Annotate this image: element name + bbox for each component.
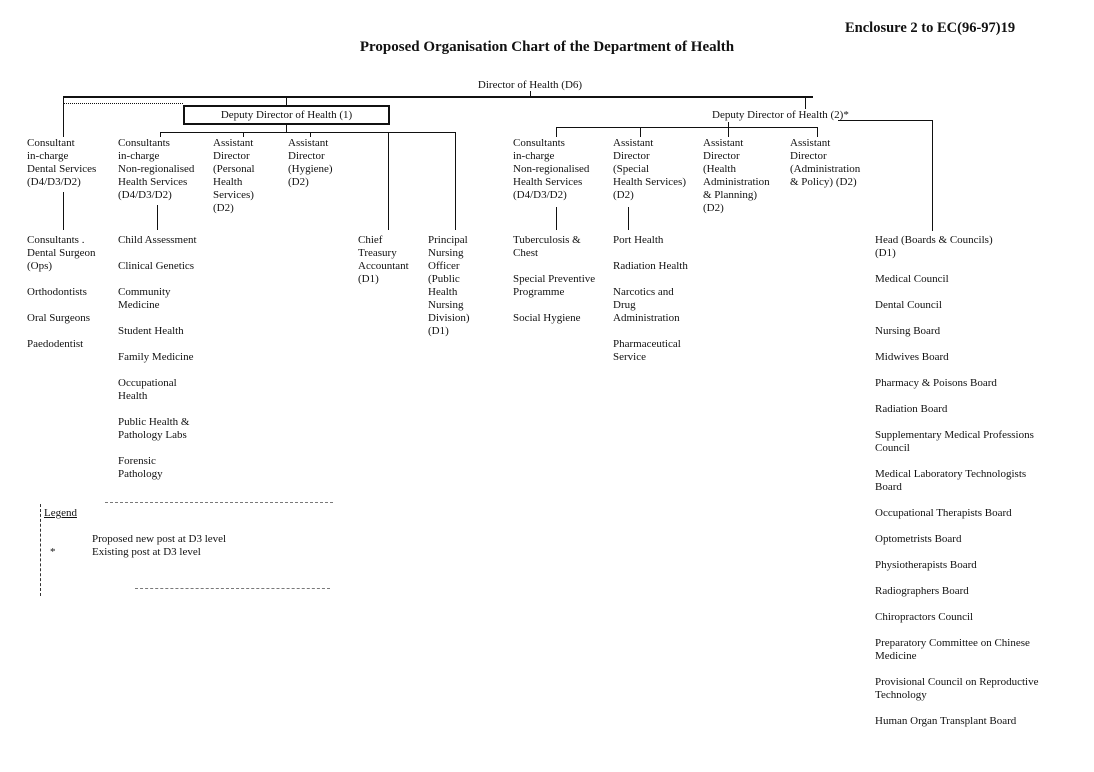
connector-branch2-tick-3	[728, 122, 729, 137]
deputy-director-1-node: Deputy Director of Health (1)	[183, 105, 390, 125]
connector-branch2-tick-4	[817, 127, 818, 137]
connector-branch1-tick-2	[243, 132, 244, 137]
page-title: Proposed Organisation Chart of the Depar…	[359, 39, 735, 55]
node-ad-personal-health: Assistant Director (Personal Health Serv…	[213, 137, 255, 214]
node-chief-treasury-accountant: Chief Treasury Accountant (D1)	[358, 234, 409, 285]
connector-branch2-tick-1	[556, 127, 557, 137]
connector-branch1-tick-1	[160, 132, 161, 137]
list-boards-councils: Medical Council Dental Council Nursing B…	[875, 273, 1039, 727]
list-nrhs1-units: Child Assessment Clinical Genetics Commu…	[118, 234, 197, 480]
legend-heading: Legend	[44, 507, 77, 519]
connector-branch2-hline	[556, 127, 818, 128]
node-principal-nursing-officer: Principal Nursing Officer (Public Health…	[428, 234, 470, 337]
connector-branch1-tick-3	[310, 132, 311, 137]
legend-dashed-rule-bottom	[135, 588, 330, 589]
list-nrhs2-units: Tuberculosis & Chest Special Preventive …	[513, 234, 596, 324]
list-dental-units: Consultants . Dental Surgeon (Ops) Ortho…	[27, 234, 96, 350]
deputy-director-1-label: Deputy Director of Health (1)	[220, 109, 353, 121]
legend-proposed-post-label: Proposed new post at D3 level	[92, 533, 227, 545]
node-head-boards-councils: Head (Boards & Councils) (D1)	[875, 234, 993, 259]
node-ad-special-health: Assistant Director (Special Health Servi…	[613, 137, 686, 201]
list-special-units: Port Health Radiation Health Narcotics a…	[613, 234, 688, 363]
node-consultants-nrhs-1: Consultants in-charge Non-regionalised H…	[118, 137, 195, 201]
deputy-director-2-node: Deputy Director of Health (2)*	[712, 109, 849, 121]
legend-dashed-rule-top	[105, 502, 333, 503]
connector-deputy1-box-stub	[286, 125, 287, 132]
connector-branch2-tick-2	[640, 127, 641, 137]
connector-branch1-hline	[160, 132, 456, 133]
node-ad-hygiene: Assistant Director (Hygiene) (D2)	[288, 137, 333, 188]
enclosure-reference: Enclosure 2 to EC(96-97)19	[845, 20, 1016, 36]
connector-special-units-tick	[628, 207, 629, 230]
connector-deputy2-stub	[805, 96, 806, 109]
connector-deputy1-stub	[286, 96, 287, 105]
legend-existing-post-symbol: *	[50, 546, 56, 558]
node-consultants-nrhs-2: Consultants in-charge Non-regionalised H…	[513, 137, 590, 201]
connector-nrhs1-units-tick	[157, 205, 158, 230]
connector-boards-vline	[932, 120, 933, 231]
connector-nrhs2-units-tick	[556, 207, 557, 230]
connector-dental-units-tick	[63, 192, 64, 230]
legend-existing-post-label: Existing post at D3 level	[92, 546, 201, 558]
connector-director-stub	[530, 91, 531, 96]
connector-nursing-vline	[455, 132, 456, 230]
connector-main-hline	[63, 96, 813, 98]
director-node: Director of Health (D6)	[477, 79, 583, 91]
connector-dotted-dental-line	[64, 103, 183, 104]
connector-dental-vline	[63, 96, 64, 137]
legend-dashed-vline	[40, 504, 41, 596]
node-ad-admin-policy: Assistant Director (Administration & Pol…	[790, 137, 861, 188]
node-consultant-dental-services: Consultant in-charge Dental Services (D4…	[27, 137, 97, 188]
node-ad-health-admin-planning: Assistant Director (Health Administratio…	[703, 137, 770, 214]
connector-treasury-vline	[388, 132, 389, 230]
connector-boards-hline	[838, 120, 933, 121]
